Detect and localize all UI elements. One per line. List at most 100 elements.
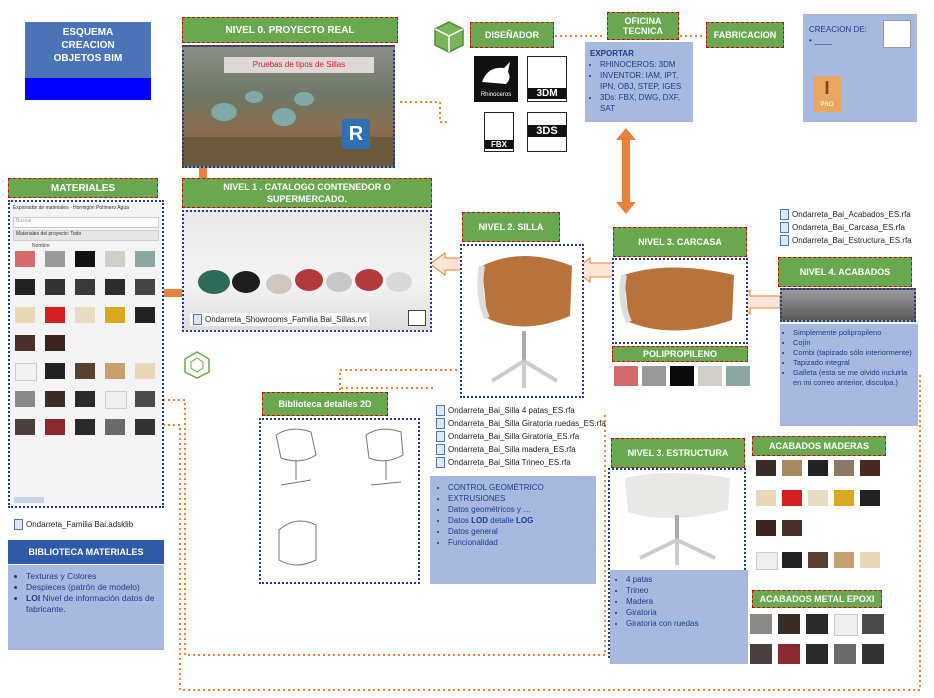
wood-swatch[interactable] [756, 460, 776, 476]
wood-swatch[interactable] [834, 552, 854, 568]
rfa-file[interactable]: Ondarreta_Bai_Silla 4 patas_ES.rfa [436, 404, 606, 417]
material-swatch[interactable] [75, 391, 95, 407]
metal-swatch[interactable] [778, 614, 800, 634]
wood-swatch[interactable] [834, 460, 854, 476]
wood-swatch[interactable] [860, 552, 880, 568]
creacion-box: CREACION DE: • ____ I PRO [803, 14, 917, 122]
exportar-item: INVENTOR: IAM, IPT, IPN, OBJ, STEP, IGES [600, 70, 688, 92]
material-swatch[interactable] [45, 363, 65, 379]
carcasa-shell [619, 267, 734, 331]
metal-swatch[interactable] [778, 644, 800, 664]
wood-swatch[interactable] [756, 520, 776, 536]
material-swatch[interactable] [75, 279, 95, 295]
maderas-header: ACABADOS MADERAS [752, 436, 886, 456]
material-swatch[interactable] [105, 419, 125, 435]
material-swatch[interactable] [15, 251, 35, 267]
material-swatch[interactable] [15, 335, 35, 351]
material-swatch[interactable] [105, 363, 125, 379]
material-swatch[interactable] [105, 279, 125, 295]
material-swatch[interactable] [45, 251, 65, 267]
rfa-file[interactable]: Ondarreta_Bai_Silla Giratoria ruedas_ES.… [436, 417, 606, 430]
adsklib-file[interactable]: Ondarreta_Familia Bai.adsklib [14, 518, 164, 531]
metal-swatch[interactable] [862, 644, 884, 664]
material-swatch[interactable] [45, 419, 65, 435]
wood-swatch[interactable] [782, 520, 802, 536]
material-swatch[interactable] [105, 307, 125, 323]
creacion-label: CREACION DE: [809, 25, 867, 34]
wood-swatch[interactable] [782, 460, 802, 476]
oficina-header: OFICINA TECNICA [607, 12, 679, 40]
estructura-item: 4 patas [626, 574, 746, 585]
polipropileno-header: POLIPROPILENO [612, 346, 748, 362]
metal-swatch[interactable] [750, 644, 772, 664]
wood-swatch[interactable] [782, 490, 802, 506]
revit-icon: R [342, 119, 370, 149]
material-swatch[interactable] [135, 419, 155, 435]
material-swatch[interactable] [15, 419, 35, 435]
rfa-file[interactable]: Ondarreta_Bai_Silla Giratoria_ES.rfa [436, 430, 606, 443]
material-swatch[interactable] [15, 363, 37, 381]
file-icon [193, 314, 202, 325]
wood-swatch[interactable] [860, 490, 880, 506]
wood-swatch[interactable] [756, 490, 776, 506]
search-input[interactable]: Buscar [13, 217, 159, 228]
fbx-logo: FBX [484, 112, 514, 152]
metal-swatch[interactable] [750, 614, 772, 634]
wood-swatch[interactable] [808, 460, 828, 476]
color-swatch[interactable] [642, 366, 666, 386]
metal-swatch[interactable] [806, 644, 828, 664]
material-swatch[interactable] [135, 279, 155, 295]
wood-swatch[interactable] [860, 460, 880, 476]
rfa-file[interactable]: Ondarreta_Bai_Acabados_ES.rfa [780, 208, 930, 221]
wood-swatch[interactable] [834, 490, 854, 506]
material-swatch[interactable] [15, 279, 35, 295]
biblioteca-materiales-item: Despieces (patrón de modelo) [26, 582, 160, 593]
metal-swatch[interactable] [806, 614, 828, 634]
material-swatch[interactable] [75, 419, 95, 435]
material-swatch[interactable] [45, 391, 65, 407]
material-swatch[interactable] [135, 363, 155, 379]
color-swatch[interactable] [614, 366, 638, 386]
exportar-box: EXPORTAR RHINOCEROS: 3DM INVENTOR: IAM, … [585, 42, 693, 122]
material-swatch[interactable] [15, 307, 35, 323]
metal-swatch[interactable] [834, 614, 858, 636]
metal-grid [748, 612, 888, 672]
nivel2-photo [460, 244, 584, 398]
color-swatch[interactable] [726, 366, 750, 386]
estructura-item: Giratoria con ruedas [626, 618, 746, 629]
color-swatch[interactable] [670, 366, 694, 386]
file-icon [780, 209, 789, 220]
wood-swatch[interactable] [756, 552, 778, 570]
rfa-file[interactable]: Ondarreta_Bai_Silla madera_ES.rfa [436, 443, 606, 456]
wood-swatch[interactable] [782, 552, 802, 568]
material-swatch[interactable] [45, 335, 65, 351]
material-swatch[interactable] [75, 363, 95, 379]
material-swatch[interactable] [135, 307, 155, 323]
material-swatch[interactable] [135, 391, 155, 407]
material-swatch[interactable] [45, 279, 65, 295]
material-swatch[interactable] [15, 391, 35, 407]
nivel1-header: NIVEL 1 . CATALOGO CONTENEDOR O SUPERMER… [182, 178, 432, 208]
material-swatch[interactable] [45, 307, 65, 323]
wood-swatch[interactable] [808, 490, 828, 506]
rfa-file[interactable]: Ondarreta_Bai_Estructura_ES.rfa [780, 234, 930, 247]
metal-swatch[interactable] [862, 614, 884, 634]
nivel1-file[interactable]: Ondarreta_Showrooms_Familia Bai_Sillas.r… [190, 313, 370, 326]
material-swatch[interactable] [105, 391, 127, 409]
metal-swatch[interactable] [834, 644, 856, 664]
material-swatch[interactable] [75, 251, 95, 267]
materials-dropdown[interactable]: Materiales del proyecto: Todo [13, 230, 159, 241]
column-header: Nombre [32, 243, 50, 249]
file-icon [436, 405, 445, 416]
rfa-file[interactable]: Ondarreta_Bai_Silla Trineo_ES.rfa [436, 456, 606, 469]
explorer-toolbar[interactable] [14, 497, 44, 503]
nivel0-caption: Pruebas de tipos de Sillas [224, 57, 374, 73]
wood-swatch[interactable] [808, 552, 828, 568]
file-icon [436, 457, 445, 468]
control-item: CONTROL GEOMÉTRICO [448, 482, 592, 493]
rfa-file[interactable]: Ondarreta_Bai_Carcasa_ES.rfa [780, 221, 930, 234]
color-swatch[interactable] [698, 366, 722, 386]
material-swatch[interactable] [135, 251, 155, 267]
material-swatch[interactable] [75, 307, 95, 323]
material-swatch[interactable] [105, 251, 125, 267]
